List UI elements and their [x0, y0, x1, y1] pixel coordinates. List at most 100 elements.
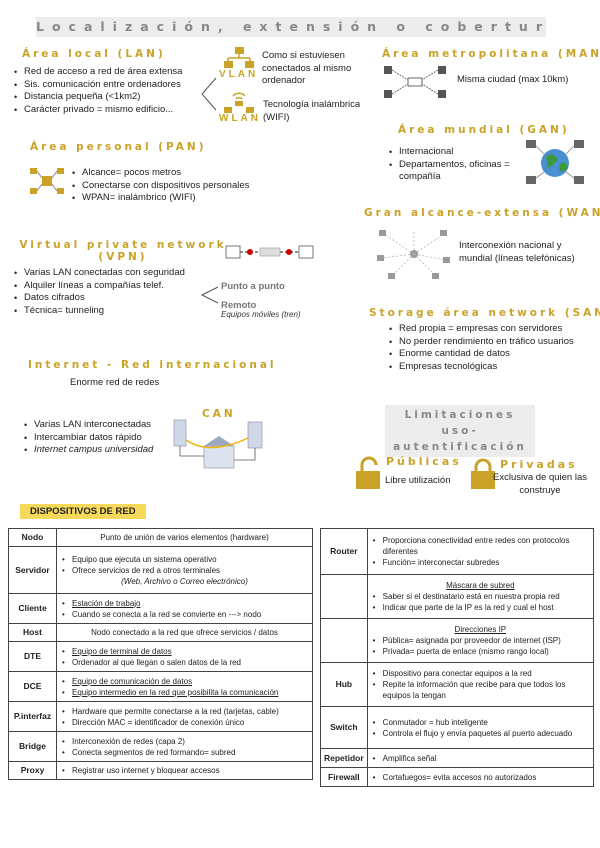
wan-text: Interconexión nacional y mundial (líneas…	[459, 240, 575, 264]
man-city-icon	[384, 66, 446, 98]
vpn-list: Varias LAN conectadas con seguridad Alqu…	[12, 267, 212, 317]
list-item: Controla el flujo y envía paquetes al pu…	[371, 728, 590, 739]
list-item: Equipo intermedio en la red que posibili…	[60, 687, 309, 698]
list-item: Amplifica señal	[371, 753, 590, 764]
devices-table-left: Nodo Punto de unión de varios elementos …	[8, 528, 313, 780]
vlan-network-icon	[224, 47, 254, 68]
page-title: Localización, extensión o cobertura	[36, 17, 546, 37]
publicas-text: Libre utilización	[385, 475, 451, 486]
wan-heading: Gran alcance-extensa (WAN)	[364, 207, 600, 219]
pan-heading: Área personal (PAN)	[30, 141, 207, 153]
vpn-tunnel-icon	[225, 245, 314, 259]
dispositivos-heading: DISPOSITIVOS DE RED	[20, 504, 146, 519]
unlocked-padlock-icon	[356, 456, 380, 489]
internet-list: Varias LAN interconectadas Intercambiar …	[22, 419, 172, 457]
list-item: Privada= puerta de enlace (mismo rango l…	[371, 646, 590, 657]
list-item: Conmutador = hub inteligente	[371, 717, 590, 728]
list-item: Hardware que permite conectarse a la red…	[60, 706, 309, 717]
vpn-remoto-sub: Equipos móviles (tren)	[221, 310, 301, 319]
lan-list: Red de acceso a red de área extensa Sis.…	[12, 66, 202, 116]
list-item: Dispositivo para conectar equipos a la r…	[371, 668, 590, 679]
vpn-heading-line1: Virtual private network	[19, 239, 227, 251]
table-row: Hub Dispositivo para conectar equipos a …	[320, 662, 595, 707]
table-row: DTE Equipo de terminal de datos Ordenado…	[8, 641, 313, 672]
list-item: Función= interconectar subredes	[371, 557, 590, 568]
row-value: Punto de unión de varios elementos (hard…	[56, 528, 313, 547]
mascara-title: Máscara de subred	[446, 581, 515, 590]
list-item: Interconexión de redes (capa 2)	[60, 736, 309, 747]
vpn-heading-line2: (VPN)	[98, 251, 148, 263]
list-item: Repite la información que recibe para qu…	[371, 679, 590, 701]
servidor-note: (Web, Archivo o Correo electrónico)	[121, 576, 248, 586]
globe-network-icon	[526, 140, 584, 184]
row-key: Firewall	[320, 767, 368, 787]
list-item: Alcance= pocos metros	[70, 167, 280, 180]
list-item: Departamentos, oficinas = compañía	[387, 159, 517, 184]
row-key: Repetidor	[320, 748, 368, 768]
row-key: Hub	[320, 662, 368, 707]
limit-heading: Limitaciones uso- autentificación	[385, 405, 535, 457]
internet-sub: Enorme red de redes	[70, 377, 160, 388]
wlan-network-icon	[224, 92, 254, 113]
table-row: Host Nodo conectado a la red que ofrece …	[8, 623, 313, 642]
list-item: Ordenador al que llegan o salen datos de…	[60, 657, 309, 668]
row-key: DCE	[8, 671, 57, 702]
table-row: Firewall Cortafuegos= evita accesos no a…	[320, 767, 595, 787]
vpn-heading: Virtual private network (VPN)	[18, 239, 228, 263]
row-value: Nodo conectado a la red que ofrece servi…	[56, 623, 313, 642]
row-key: Servidor	[8, 546, 57, 594]
list-item: Enorme cantidad de datos	[387, 348, 587, 361]
list-item: Empresas tecnológicas	[387, 361, 587, 374]
list-item: Intercambiar datos rápido	[22, 432, 172, 445]
table-row: Servidor Equipo que ejecuta un sistema o…	[8, 546, 313, 594]
row-key: Proxy	[8, 761, 57, 780]
table-row: Router Proporciona conectividad entre re…	[320, 528, 595, 575]
list-item: Red de acceso a red de área extensa	[12, 66, 202, 79]
list-item: Sis. comunicación entre ordenadores	[12, 79, 202, 92]
pan-devices-icon	[30, 168, 64, 194]
wlan-label: WLAN	[219, 113, 261, 124]
campus-network-icon	[173, 419, 263, 469]
table-row: Proxy Registrar uso internet y bloquear …	[8, 761, 313, 780]
list-item: Estación de trabajo	[60, 598, 309, 609]
row-key: Host	[8, 623, 57, 642]
limit-heading-line1: Limitaciones uso-	[404, 409, 516, 437]
table-row: P.interfaz Hardware que permite conectar…	[8, 701, 313, 732]
list-item: Cuando se conecta a la red se convierte …	[60, 609, 309, 620]
list-item: Registrar uso internet y bloquear acceso…	[60, 765, 309, 776]
table-row: Nodo Punto de unión de varios elementos …	[8, 528, 313, 547]
vlan-label: VLAN	[219, 69, 259, 80]
lan-heading: Área local (LAN)	[22, 48, 166, 60]
wan-network-icon	[377, 230, 450, 279]
privadas-label: Privadas	[500, 458, 578, 471]
list-item: Varias LAN conectadas con seguridad	[12, 267, 212, 280]
list-item: Conecta segmentos de red formando= subre…	[60, 747, 309, 758]
list-item: Equipo de comunicación de datos	[60, 676, 309, 687]
san-list: Red propia = empresas con servidores No …	[387, 323, 587, 373]
row-key: Bridge	[8, 731, 57, 762]
man-heading: Área metropolitana (MAN)	[382, 48, 600, 60]
gan-list: Internacional Departamentos, oficinas = …	[387, 146, 517, 184]
list-item: Varias LAN interconectadas	[22, 419, 172, 432]
table-row: Direcciones IP Pública= asignada por pro…	[320, 618, 595, 663]
limit-heading-line2: autentificación	[393, 441, 527, 453]
list-item: Carácter privado = mismo edificio...	[12, 104, 202, 117]
list-item: Equipo que ejecuta un sistema operativo	[60, 554, 309, 565]
locked-padlock-icon	[471, 458, 495, 489]
table-row: Repetidor Amplifica señal	[320, 748, 595, 768]
brace-icon	[201, 77, 217, 111]
row-key: P.interfaz	[8, 701, 57, 732]
table-row: Cliente Estación de trabajo Cuando se co…	[8, 593, 313, 624]
man-text: Misma ciudad (max 10km)	[457, 74, 569, 85]
list-item: No perder rendimiento en tráfico usuario…	[387, 336, 587, 349]
table-row: DCE Equipo de comunicación de datos Equi…	[8, 671, 313, 702]
list-item: Internet campus universidad	[22, 444, 172, 457]
row-key: DTE	[8, 641, 57, 672]
list-item: Equipo de terminal de datos	[60, 646, 309, 657]
table-row: Switch Conmutador = hub inteligente Cont…	[320, 706, 595, 749]
list-item: Indicar que parte de la IP es la red y c…	[371, 602, 590, 613]
list-item: Proporciona conectividad entre redes con…	[371, 535, 590, 557]
direcciones-title: Direcciones IP	[454, 625, 507, 634]
publicas-label: Públicas	[386, 455, 462, 468]
table-row: Bridge Interconexión de redes (capa 2) C…	[8, 731, 313, 762]
